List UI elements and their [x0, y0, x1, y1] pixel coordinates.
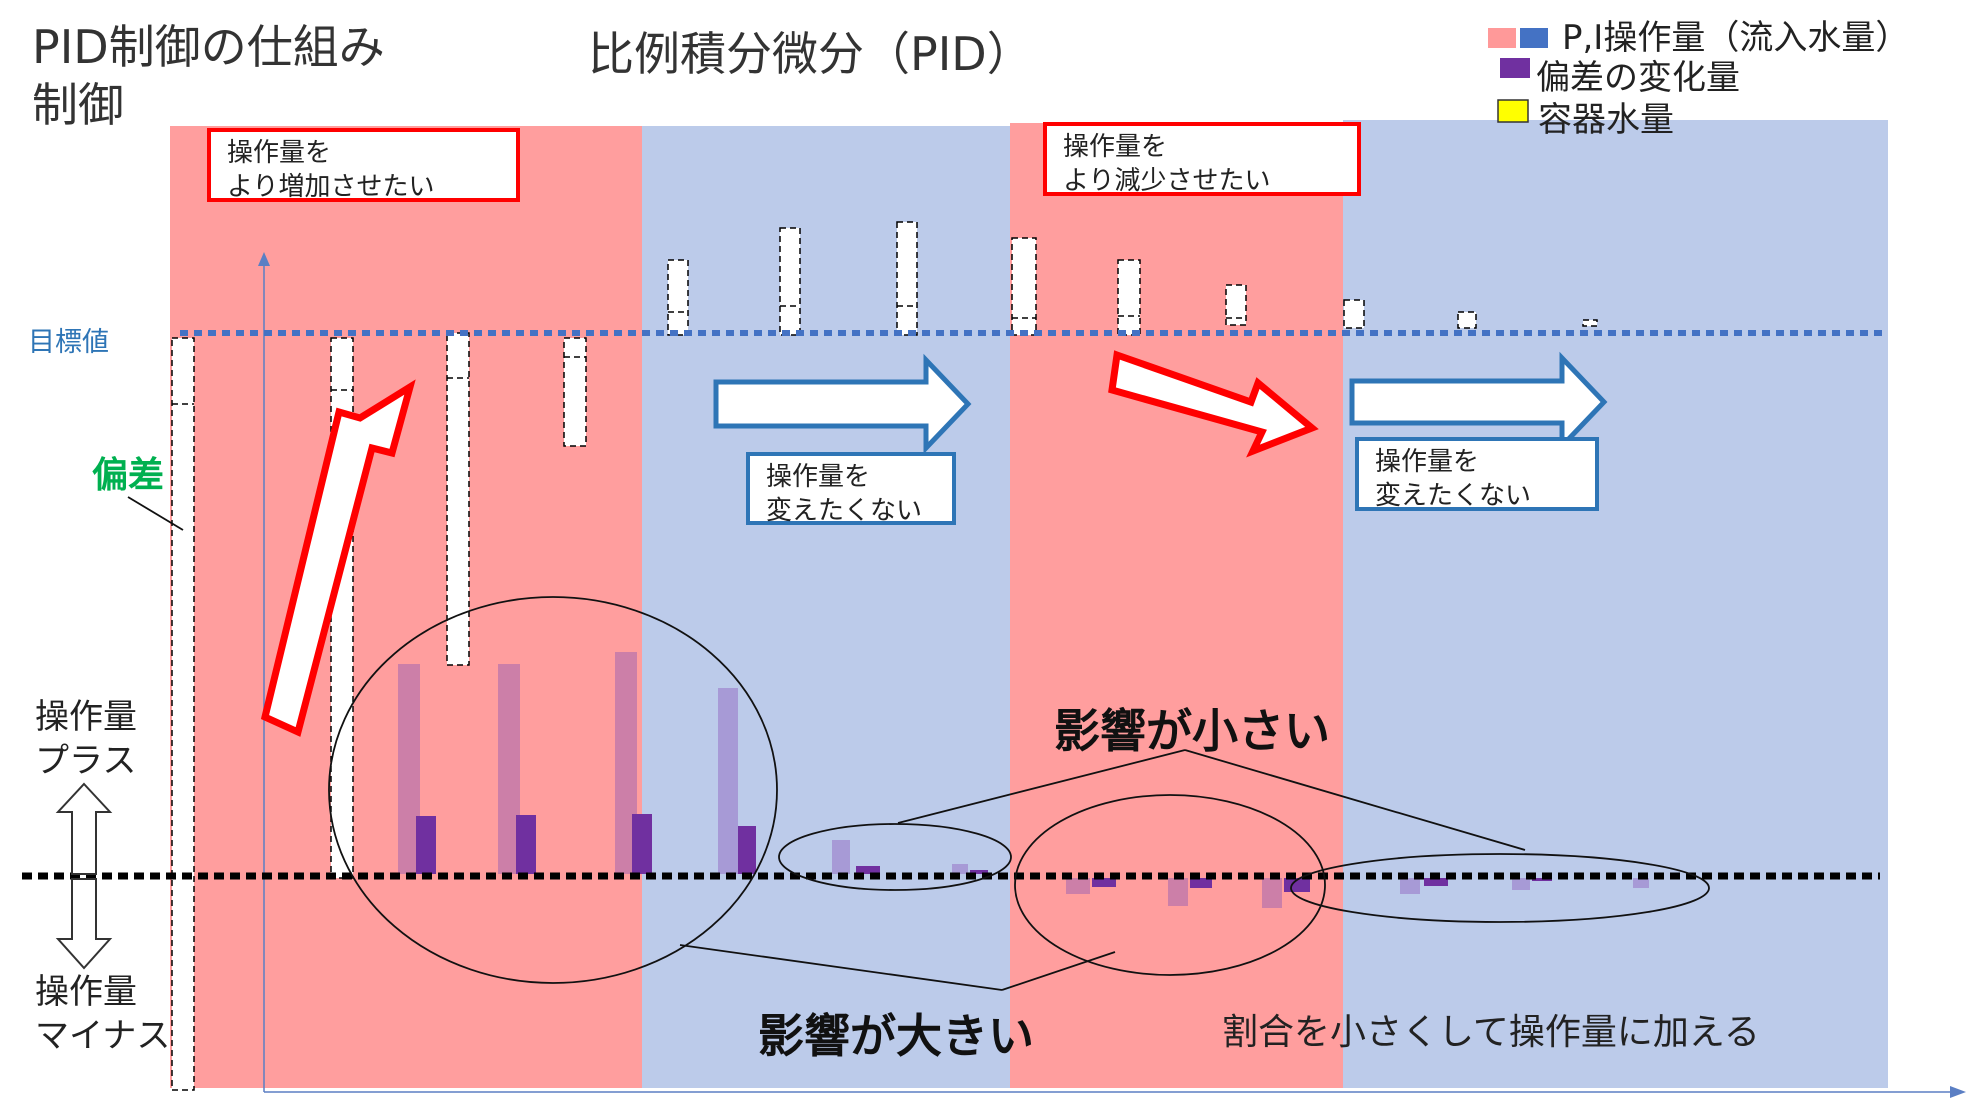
- zone-steady-1: [642, 126, 1010, 1088]
- impact-small-label: 影響が小さい: [1054, 704, 1330, 758]
- legend-swatch-water: [1497, 99, 1529, 123]
- title-line-2: 制御: [32, 78, 124, 132]
- note-steady-2: 操作量を 変えたくない: [1355, 437, 1599, 511]
- deviation-label: 偏差: [92, 455, 165, 496]
- water-bar: [1225, 284, 1247, 326]
- water-bar: [171, 337, 195, 1091]
- deriv-bar: [738, 826, 756, 874]
- x-axis-arrowhead: [1950, 1086, 1966, 1098]
- deriv-bar: [632, 814, 652, 874]
- pi-bar: [952, 864, 968, 874]
- note-increase: 操作量を より増加させたい: [207, 128, 520, 202]
- water-bar: [1343, 299, 1365, 329]
- water-bar: [1011, 237, 1037, 336]
- pi-bar: [1262, 878, 1282, 908]
- legend-swatch-pi-red: [1488, 28, 1516, 48]
- pi-bar: [1066, 878, 1090, 894]
- ellipse-small-2: [1014, 794, 1326, 976]
- pi-bar: [615, 652, 637, 874]
- ellipse-large-impact: [328, 596, 778, 984]
- ratio-note: 割合を小さくして操作量に加える: [1222, 1012, 1760, 1053]
- deriv-bar: [1092, 878, 1116, 887]
- water-bar: [1582, 319, 1598, 327]
- water-bar: [563, 337, 587, 447]
- page-title: PID制御の仕組み 制御: [32, 18, 385, 134]
- pi-bar: [1633, 878, 1649, 888]
- deriv-bar: [970, 870, 988, 874]
- y-axis-arrowhead: [258, 252, 270, 266]
- pi-bars: [398, 652, 1649, 908]
- water-bar: [446, 332, 470, 666]
- water-bar: [896, 221, 918, 336]
- pi-bar: [398, 664, 420, 874]
- callout-lines: [127, 496, 1526, 991]
- zone-decrease: [1010, 123, 1343, 1088]
- pi-bar: [832, 840, 850, 874]
- note-steady-1: 操作量を 変えたくない: [746, 452, 956, 526]
- water-bar: [667, 259, 689, 336]
- op-minus-label: 操作量 マイナス: [35, 972, 171, 1056]
- pi-bar: [1400, 878, 1420, 894]
- ellipses: [328, 596, 1710, 984]
- legend-label-pi: P,I操作量（流入水量）: [1562, 18, 1910, 58]
- increase-arrow: [260, 379, 416, 737]
- deriv-bar: [516, 815, 536, 874]
- pi-bar: [498, 664, 520, 874]
- deriv-bar: [416, 816, 436, 874]
- target-label: 目標値: [28, 327, 109, 358]
- note-decrease: 操作量を より減少させたい: [1043, 122, 1361, 196]
- water-bar: [1117, 259, 1141, 336]
- plus-arrow-icon: [55, 782, 113, 875]
- legend-swatch-deriv: [1500, 58, 1530, 78]
- water-bar: [779, 227, 801, 336]
- decrease-arrow: [1108, 350, 1319, 458]
- deriv-bar: [1424, 878, 1448, 886]
- title-line-1: PID制御の仕組み: [32, 20, 385, 74]
- ellipse-small-3: [1290, 853, 1710, 923]
- legend-swatch-pi-blue: [1520, 28, 1548, 48]
- deriv-bar: [1190, 878, 1212, 888]
- zone-steady-2: [1343, 120, 1888, 1088]
- pi-bar: [718, 688, 738, 874]
- zone-increase-1: [170, 126, 642, 1088]
- impact-large-label: 影響が大きい: [758, 1009, 1034, 1063]
- title-center: 比例積分微分（PID）: [588, 27, 1033, 81]
- legend-label-deriv: 偏差の変化量: [1536, 58, 1740, 98]
- pi-bar: [1168, 878, 1188, 906]
- minus-arrow-icon: [55, 878, 113, 970]
- legend-label-water: 容器水量: [1538, 100, 1674, 140]
- water-bar: [1457, 311, 1477, 329]
- op-plus-label: 操作量 プラス: [35, 697, 137, 781]
- steady-arrow-2: [1349, 351, 1608, 453]
- deriv-bar: [856, 866, 880, 874]
- bar-dividers: [172, 305, 1246, 405]
- pi-bar: [1512, 878, 1530, 890]
- steady-arrow-1: [713, 353, 972, 455]
- ellipse-small-1: [778, 823, 1012, 891]
